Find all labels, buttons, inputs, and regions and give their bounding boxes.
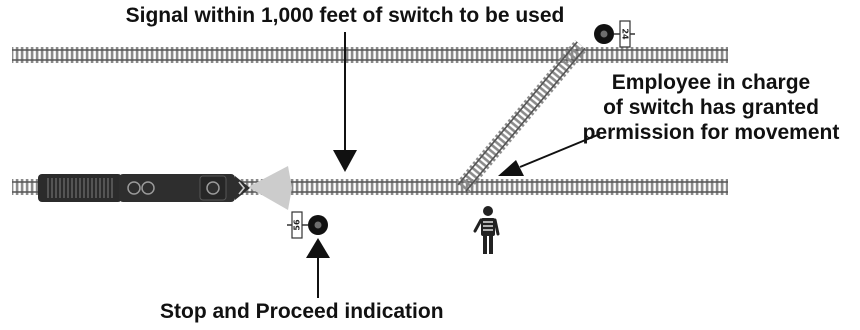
lower-signal-number: 56	[293, 219, 302, 231]
arrow-icon	[498, 133, 601, 176]
headlight-beam-icon	[248, 166, 292, 210]
employee-permission-line-3: permission for movement	[582, 121, 840, 144]
upper-signal-icon: 24	[594, 20, 635, 48]
signal-distance-label: Signal within 1,000 feet of switch to be…	[125, 4, 565, 27]
employee-permission-label: Employee in charge of switch has granted…	[565, 70, 857, 145]
upper-signal-number: 24	[621, 28, 630, 40]
employee-permission-line-1: Employee in charge	[611, 71, 811, 94]
lower-signal-icon: 56	[287, 211, 328, 239]
arrow-icon	[306, 238, 330, 298]
employee-permission-line-2: of switch has granted	[603, 96, 819, 119]
stop-proceed-label: Stop and Proceed indication	[160, 300, 444, 323]
crossover-track	[455, 39, 588, 194]
train-icon	[38, 174, 250, 202]
arrow-icon	[333, 32, 357, 172]
upper-track	[12, 47, 728, 63]
employee-icon	[473, 206, 500, 254]
